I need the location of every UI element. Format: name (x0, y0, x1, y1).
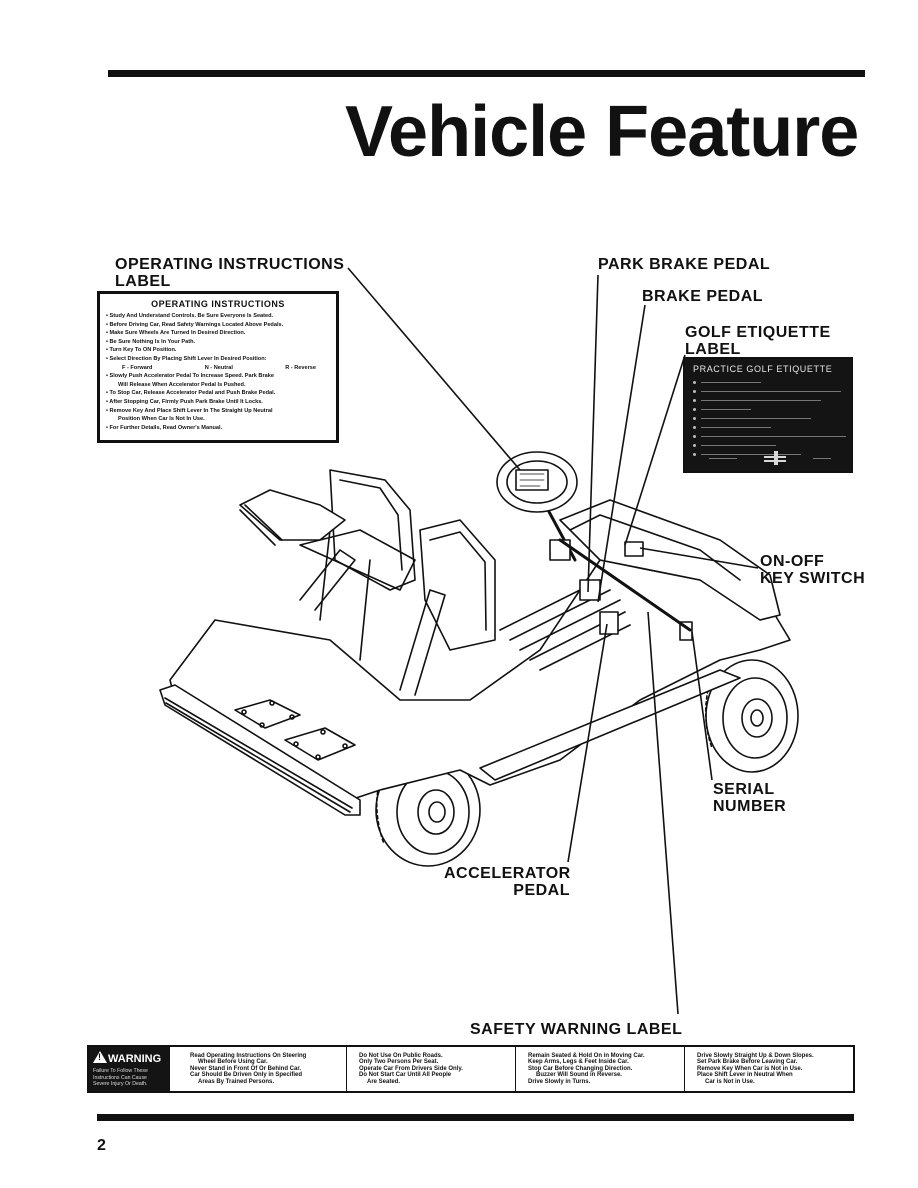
accelerator-pedal-callout-line2: PEDAL (513, 882, 570, 899)
ops-direction-neutral: N - Neutral (204, 364, 233, 371)
warning-line: Buzzer Will Sound in Reverse. (536, 1072, 622, 1079)
etiquette-rule-line (693, 387, 843, 396)
etiquette-footer (709, 451, 831, 465)
golf-etiquette-label: PRACTICE GOLF ETIQUETTE (683, 357, 853, 473)
page-number: 2 (97, 1137, 106, 1154)
warning-line: Read Operating Instructions On Steering (190, 1053, 307, 1059)
ops-line: • To Stop Car, Release Accelerator Pedal… (106, 390, 276, 397)
leader-safety-warning (647, 611, 679, 1015)
golf-etiquette-title: PRACTICE GOLF ETIQUETTE (693, 364, 833, 374)
accelerator-pedal-callout-line1: ACCELERATOR (444, 865, 571, 882)
serial-number-callout-line1: SERIAL (713, 781, 775, 798)
ops-line: • Turn Key To ON Position. (106, 347, 177, 354)
ops-direction-forward: F - Forward (122, 364, 153, 371)
warning-subtext-line: Instructions Can Cause (93, 1074, 147, 1081)
ops-line: Position When Car Is Not In Use. (118, 416, 205, 423)
etiquette-rule-line (693, 423, 843, 432)
bag-rack (239, 489, 346, 541)
leader-operating-instructions (347, 267, 521, 471)
club-car-logo-icon (764, 451, 786, 465)
page-title: Vehicle Feature (345, 92, 859, 172)
etiquette-rule-line (693, 405, 843, 414)
warning-subtext-line: Failure To Follow These (93, 1068, 148, 1074)
etiquette-rule-line (693, 441, 843, 450)
etiquette-rule-line (693, 450, 843, 459)
warning-line: Are Seated. (367, 1078, 401, 1085)
etiquette-rule-line (693, 378, 843, 387)
warning-heading: WARNING (108, 1053, 162, 1065)
ops-line: Will Release When Accelerator Pedal Is P… (118, 381, 246, 388)
ops-line: • For Further Details, Read Owner's Manu… (106, 424, 223, 431)
warning-line: Operate Car From Drivers Side Only. (359, 1065, 463, 1072)
leader-brake (597, 304, 646, 603)
etiquette-rule-line (693, 414, 843, 423)
warning-line: Place Shift Lever in Neutral When (697, 1072, 793, 1079)
accelerator-pedal-callout: ACCELERATOR PEDAL (444, 865, 570, 899)
warning-line: Car Should Be Driven Only in Specified (190, 1072, 303, 1079)
etiquette-rule-line (693, 432, 846, 441)
ops-line: • Slowly Push Accelerator Pedal To Incre… (106, 373, 274, 380)
warning-line: Stop Car Before Changing Direction. (528, 1065, 633, 1072)
warning-line: Do Not Start Car Until All People (359, 1072, 452, 1079)
golf-etiquette-callout: GOLF ETIQUETTE LABEL (685, 324, 831, 358)
rear-right-wheel (704, 659, 799, 773)
park-brake-pedal-callout: PARK BRAKE PEDAL (598, 256, 771, 273)
serial-number-callout-line2: NUMBER (713, 798, 787, 815)
ops-line: • Be Sure Nothing Is In Your Path. (106, 338, 196, 345)
warning-column-4: Drive Slowly Straight Up & Down Slopes. … (684, 1047, 853, 1091)
leader-serial-number (691, 631, 713, 781)
ops-line: • Study And Understand Controls. Be Sure… (106, 313, 274, 319)
warning-line: Car is Not in Use. (705, 1078, 755, 1085)
operating-instructions-label: OPERATING INSTRUCTIONS • Study And Under… (97, 291, 339, 443)
warning-line: Remain Seated & Hold On in Moving Car. (528, 1053, 645, 1059)
leader-golf-etiquette (624, 354, 686, 546)
operating-instructions-callout-line2: LABEL (115, 273, 171, 290)
ops-directions: F - Forward N - Neutral R - Reverse (106, 364, 330, 373)
operating-instructions-title: OPERATING INSTRUCTIONS (151, 299, 285, 309)
warning-column-1: Read Operating Instructions On Steering … (169, 1047, 346, 1091)
safety-warning-label: WARNING Failure To Follow These Instruct… (87, 1045, 855, 1093)
warning-subtext-line: Severe Injury Or Death. (93, 1081, 148, 1087)
seat-back (329, 469, 416, 591)
operating-instructions-callout-line1: OPERATING INSTRUCTIONS (115, 256, 345, 273)
warning-line: Only Two Persons Per Seat. (359, 1059, 439, 1066)
key-switch-callout-line2: KEY SWITCH (760, 570, 866, 587)
operating-instructions-callout: OPERATING INSTRUCTIONS LABEL (115, 256, 344, 290)
ops-line: • Remove Key And Place Shift Lever In Th… (106, 407, 273, 414)
ops-line: • After Stopping Car, Firmly Push Park B… (106, 398, 263, 405)
warning-line: Do Not Use On Public Roads. (359, 1053, 443, 1059)
ops-line: • Select Direction By Placing Shift Leve… (106, 355, 267, 362)
ops-direction-reverse: R - Reverse (285, 364, 316, 371)
serial-number-callout: SERIAL NUMBER (713, 781, 786, 815)
warning-line: Remove Key When Car is Not in Use. (697, 1065, 803, 1072)
top-rule (108, 70, 865, 77)
ops-line: • Make Sure Wheels Are Turned In Desired… (106, 330, 246, 337)
warning-line: Wheel Before Using Car. (198, 1059, 268, 1066)
leader-accelerator (567, 623, 608, 863)
key-switch-callout: ON-OFF KEY SWITCH (760, 553, 865, 587)
warning-line: Areas By Trained Persons. (198, 1078, 275, 1085)
warning-line: Drive Slowly in Turns. (528, 1078, 591, 1085)
leader-key-switch (639, 547, 759, 569)
golf-etiquette-callout-line1: GOLF ETIQUETTE (685, 324, 831, 341)
brake-pedal-callout: BRAKE PEDAL (642, 288, 764, 305)
warning-line: Never Stand in Front Of Or Behind Car. (190, 1065, 302, 1072)
warning-line: Set Park Brake Before Leaving Car. (697, 1059, 798, 1066)
key-switch-callout-line1: ON-OFF (760, 553, 825, 570)
bottom-rule (97, 1114, 854, 1121)
warning-line: Keep Arms, Legs & Feet Inside Car. (528, 1059, 629, 1066)
warning-line: Drive Slowly Straight Up & Down Slopes. (697, 1053, 814, 1059)
golf-etiquette-callout-line2: LABEL (685, 341, 741, 358)
warning-column-2: Do Not Use On Public Roads. Only Two Per… (346, 1047, 515, 1091)
etiquette-rule-line (693, 396, 843, 405)
safety-warning-callout: SAFETY WARNING LABEL (470, 1021, 683, 1038)
ops-line: • Before Driving Car, Read Safety Warnin… (106, 321, 284, 328)
warning-header: WARNING Failure To Follow These Instruct… (89, 1047, 169, 1091)
warning-column-3: Remain Seated & Hold On in Moving Car. K… (515, 1047, 684, 1091)
warning-subtext: Failure To Follow These Instructions Can… (93, 1068, 165, 1088)
leader-park-brake (587, 274, 599, 593)
warning-triangle-icon (93, 1051, 107, 1063)
